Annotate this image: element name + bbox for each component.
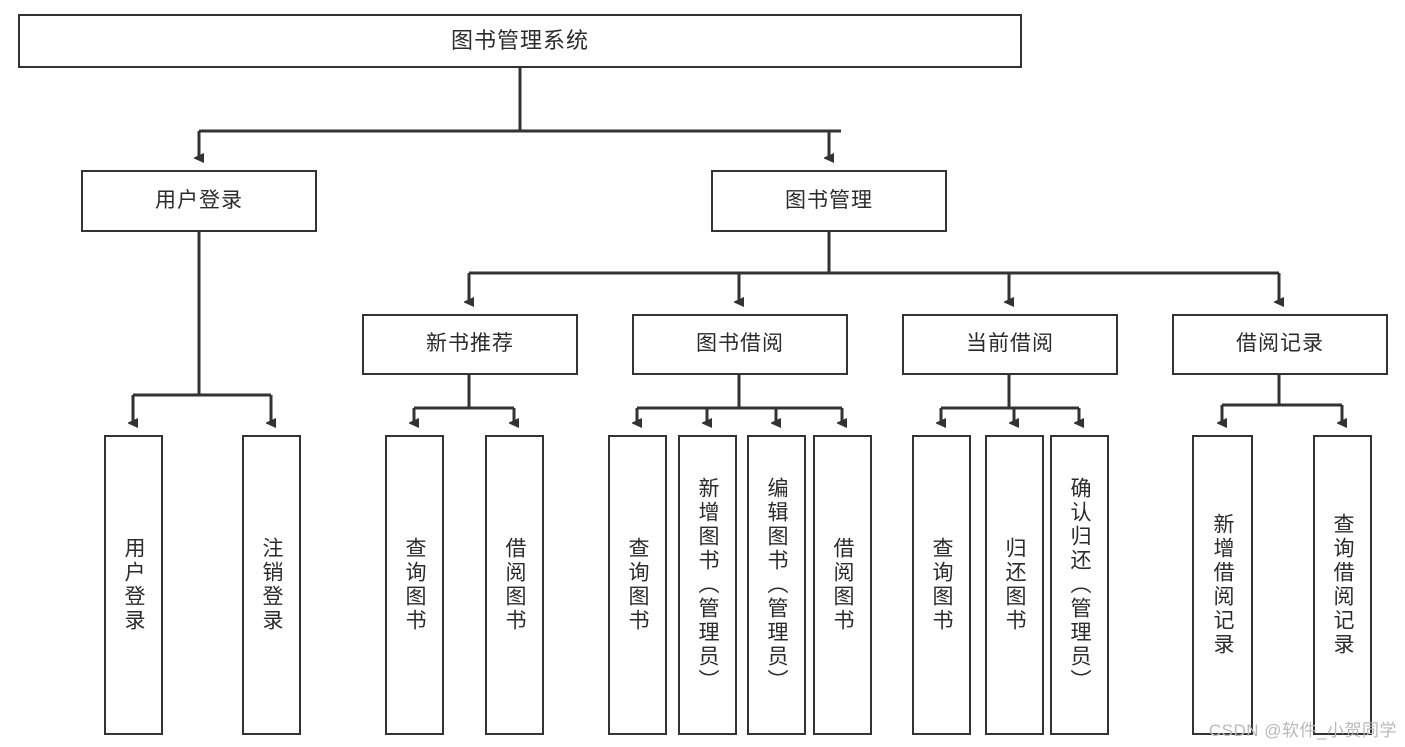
node-user-login-label: 用户登录 <box>155 188 243 212</box>
leaf-edit-book[interactable]: 编辑图书（管理员） <box>747 435 806 735</box>
leaf-add-book[interactable]: 新增图书（管理员） <box>678 435 737 735</box>
leaf-borrow-book-1-label: 借阅图书 <box>503 537 526 633</box>
leaf-return-book[interactable]: 归还图书 <box>985 435 1044 735</box>
leaf-edit-book-label: 编辑图书（管理员） <box>765 477 788 693</box>
leaf-borrow-book-1[interactable]: 借阅图书 <box>485 435 544 735</box>
leaf-add-book-label: 新增图书（管理员） <box>696 477 719 693</box>
leaf-query-book-2-label: 查询图书 <box>626 537 649 633</box>
node-current-borrow-label: 当前借阅 <box>966 332 1054 356</box>
leaf-query-borrow-record-label: 查询借阅记录 <box>1331 513 1354 657</box>
leaf-query-book-1-label: 查询图书 <box>403 537 426 633</box>
watermark-text: CSDN @软件_小贺同学 <box>1208 721 1397 740</box>
leaf-query-book-1[interactable]: 查询图书 <box>385 435 444 735</box>
leaf-add-borrow-record[interactable]: 新增借阅记录 <box>1192 435 1253 735</box>
node-root[interactable]: 图书管理系统 <box>18 14 1022 68</box>
node-book-manage-label: 图书管理 <box>785 188 873 212</box>
leaf-user-login-label: 用户登录 <box>122 537 145 633</box>
node-borrow-record-label: 借阅记录 <box>1236 332 1324 356</box>
leaf-query-book-3[interactable]: 查询图书 <box>912 435 971 735</box>
node-root-label: 图书管理系统 <box>450 28 589 54</box>
leaf-return-book-label: 归还图书 <box>1003 537 1026 633</box>
node-book-manage[interactable]: 图书管理 <box>711 170 947 232</box>
leaf-borrow-book-2-label: 借阅图书 <box>831 537 854 633</box>
node-new-book-recommend[interactable]: 新书推荐 <box>362 314 578 375</box>
leaf-user-login[interactable]: 用户登录 <box>104 435 163 735</box>
leaf-add-borrow-record-label: 新增借阅记录 <box>1211 513 1234 657</box>
leaf-logout-login[interactable]: 注销登录 <box>242 435 301 735</box>
node-borrow-record[interactable]: 借阅记录 <box>1172 314 1388 375</box>
leaf-query-book-2[interactable]: 查询图书 <box>608 435 667 735</box>
leaf-confirm-return[interactable]: 确认归还（管理员） <box>1050 435 1109 735</box>
leaf-query-borrow-record[interactable]: 查询借阅记录 <box>1313 435 1372 735</box>
leaf-logout-login-label: 注销登录 <box>260 537 283 633</box>
node-book-borrow-label: 图书借阅 <box>696 332 784 356</box>
leaf-borrow-book-2[interactable]: 借阅图书 <box>813 435 872 735</box>
node-user-login[interactable]: 用户登录 <box>81 170 317 232</box>
node-current-borrow[interactable]: 当前借阅 <box>902 314 1118 375</box>
leaf-query-book-3-label: 查询图书 <box>930 537 953 633</box>
node-new-book-recommend-label: 新书推荐 <box>426 332 514 356</box>
node-book-borrow[interactable]: 图书借阅 <box>632 314 848 375</box>
leaf-confirm-return-label: 确认归还（管理员） <box>1068 477 1091 693</box>
